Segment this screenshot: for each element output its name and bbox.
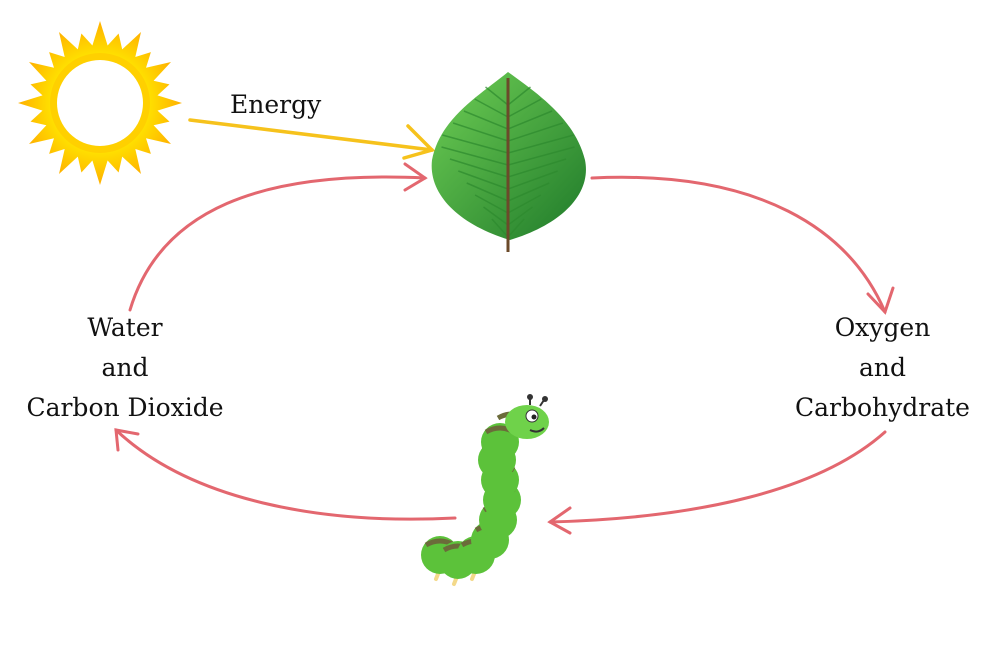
energy-arrow <box>188 118 436 160</box>
label-line: Carbon Dioxide <box>26 393 224 422</box>
arrow-to-water <box>114 428 457 521</box>
cycle-arrows <box>114 162 895 535</box>
label-line: Carbohydrate <box>795 393 970 422</box>
arrow-to-leaf <box>128 175 427 312</box>
arrow-to-caterpillar <box>548 430 887 524</box>
arrow-to-oxygen <box>590 175 887 314</box>
leaf-icon <box>431 72 586 252</box>
label-line: and <box>858 353 906 382</box>
caterpillar-icon <box>421 394 549 586</box>
sun-icon <box>18 21 182 185</box>
water-co2-label: Water and Carbon Dioxide <box>0 308 250 428</box>
label-line: Water <box>87 313 163 342</box>
label-line: and <box>101 353 149 382</box>
label-line: Oxygen <box>834 313 931 342</box>
energy-label: Energy <box>230 90 322 119</box>
oxygen-carbohydrate-label: Oxygen and Carbohydrate <box>770 308 995 428</box>
